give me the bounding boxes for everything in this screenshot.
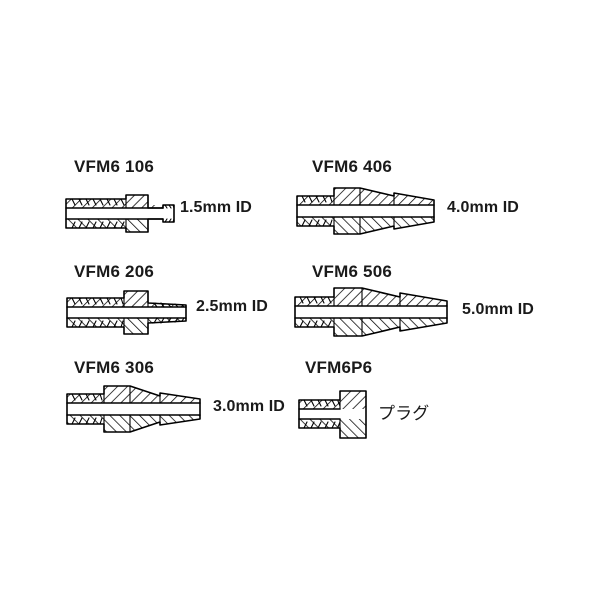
part-code-label: VFM6 506 <box>312 262 393 281</box>
part-spec-label: 3.0mm ID <box>213 398 285 415</box>
part-spec-label: 4.0mm ID <box>447 199 519 216</box>
part-spec-label: 5.0mm ID <box>462 301 534 318</box>
part-code-label: VFM6 406 <box>312 157 393 176</box>
part-drawing <box>296 386 376 446</box>
part-spec-label: 2.5mm ID <box>196 298 268 315</box>
part-code-label: VFM6 306 <box>74 358 155 377</box>
part-spec-label: プラグ <box>378 404 430 424</box>
part-drawing <box>64 380 214 438</box>
part-drawing <box>294 180 444 242</box>
part-code-label: VFM6 106 <box>74 157 155 176</box>
part-code-label: VFM6 206 <box>74 262 155 281</box>
part-drawing <box>64 285 199 341</box>
part-drawing <box>64 186 189 242</box>
part-drawing <box>292 281 457 343</box>
part-code-label: VFM6P6 <box>305 358 373 377</box>
part-spec-label: 1.5mm ID <box>180 199 252 216</box>
